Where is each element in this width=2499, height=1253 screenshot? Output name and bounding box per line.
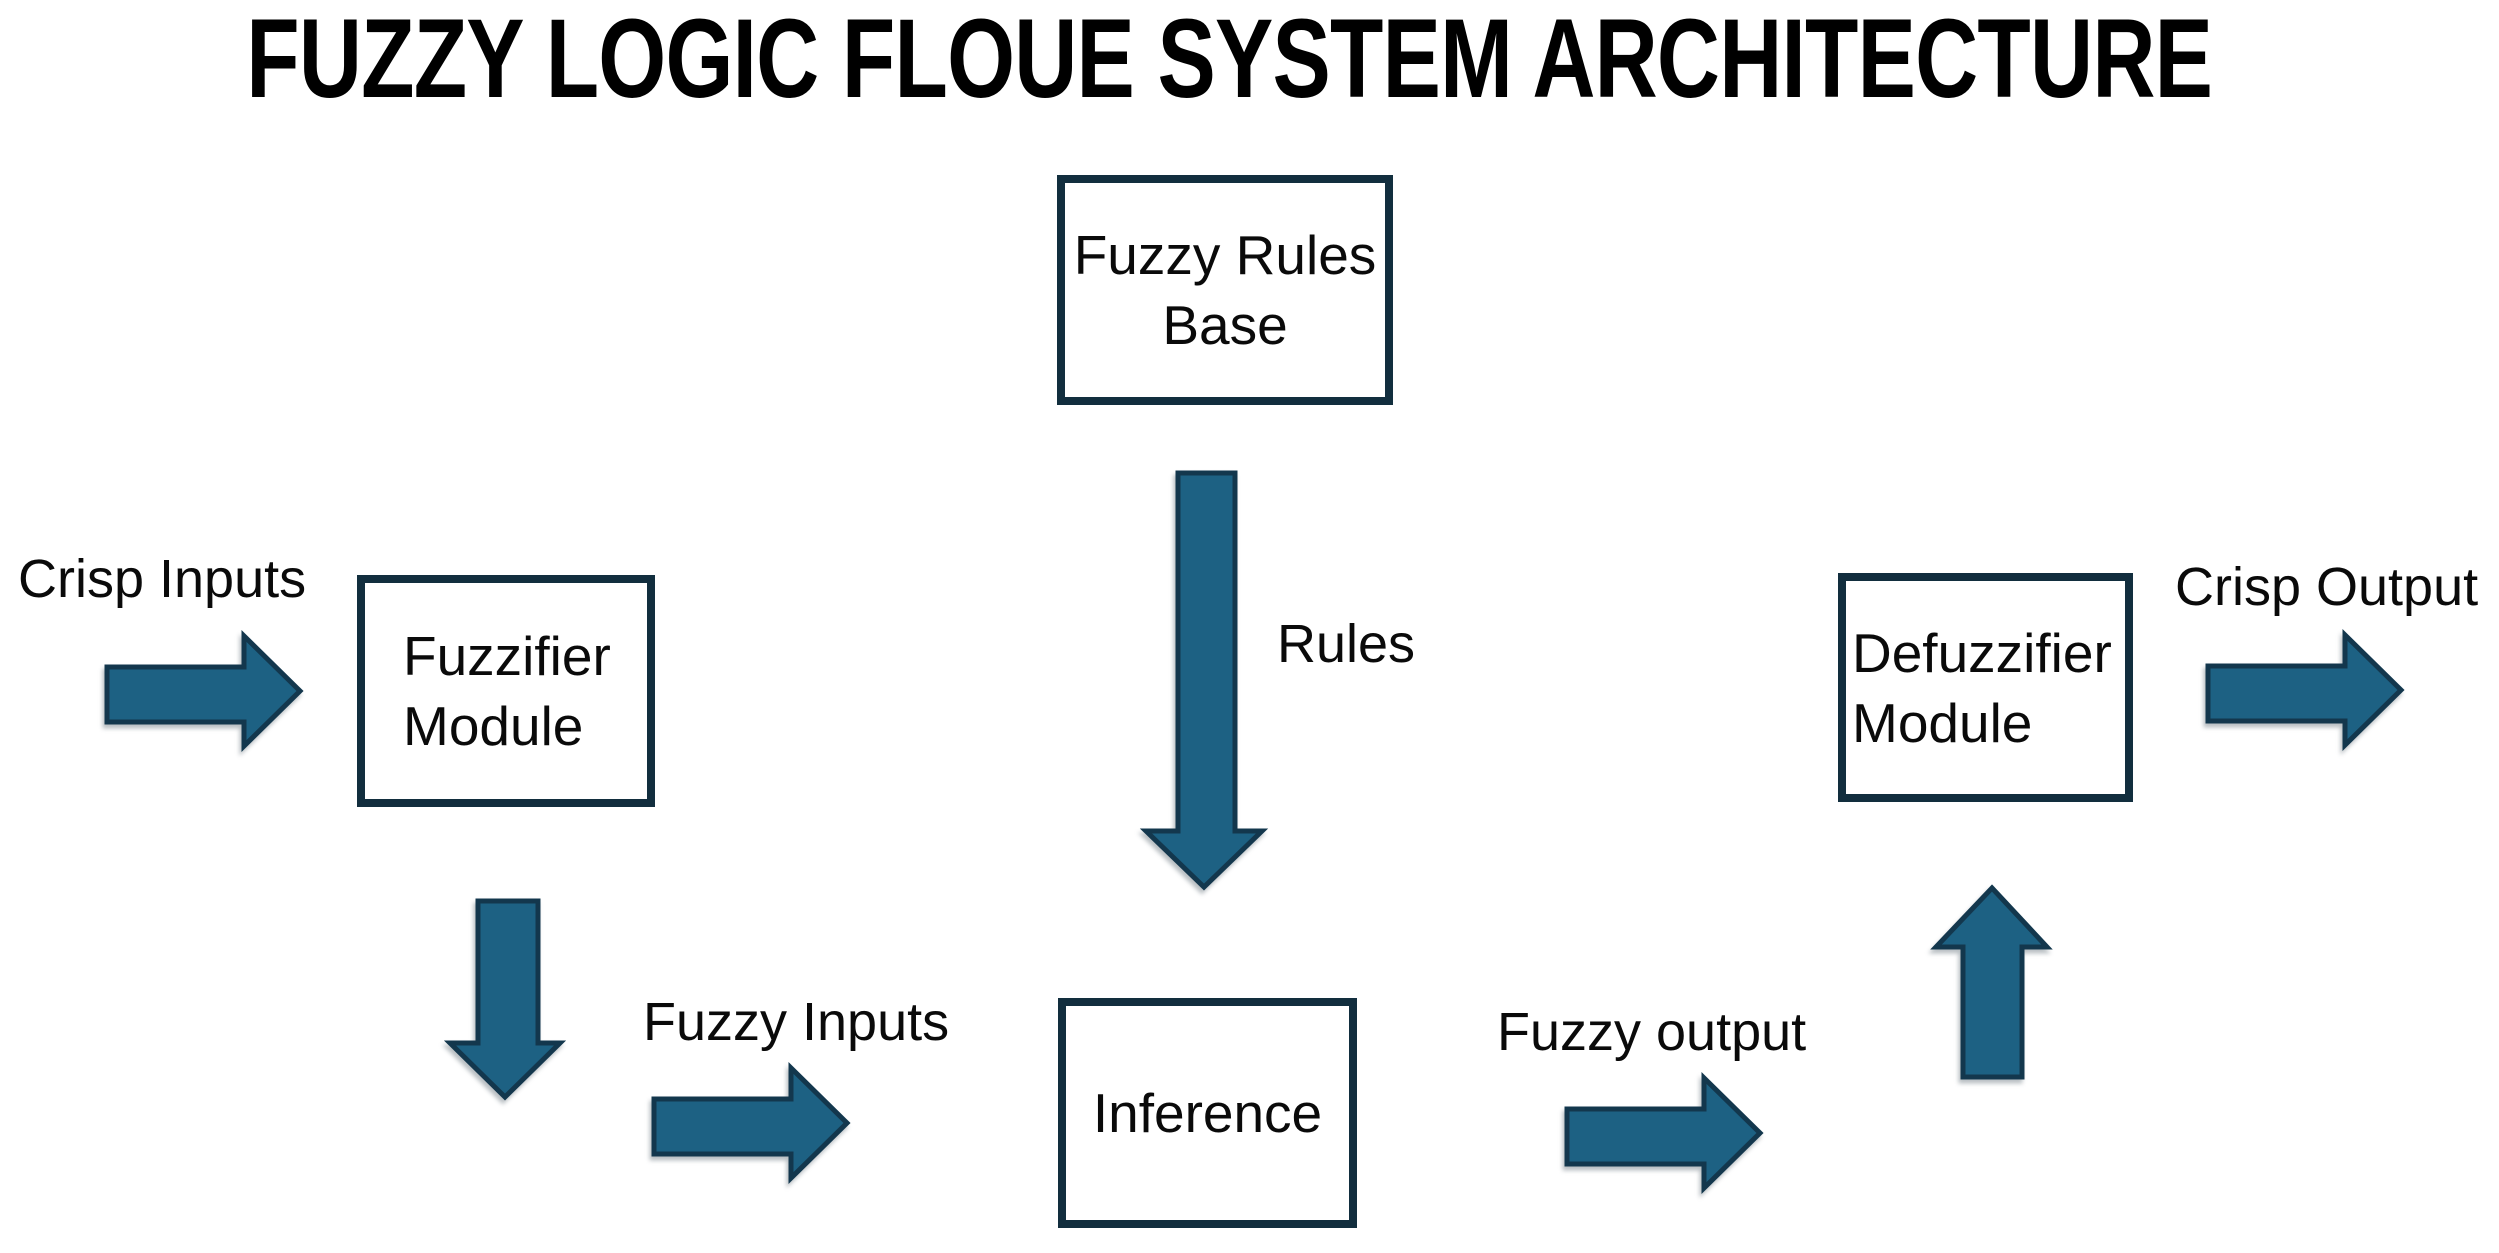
page-title: FUZZY LOGIC FLOUE SYSTEM ARCHITECTURE <box>246 0 2214 121</box>
defuzzifier-module-box: Defuzzifier Module <box>1838 573 2133 802</box>
fuzzy-inputs-label: Fuzzy Inputs <box>643 992 950 1052</box>
fuzzy-rules-base-label: Fuzzy Rules Base <box>1073 224 1377 356</box>
defuzzifier-module-label: Defuzzifier Module <box>1852 621 2112 754</box>
rules-down-arrow-icon <box>1139 470 1269 891</box>
inference-label: Inference <box>1092 1082 1323 1144</box>
fuzzy-rules-base-box: Fuzzy Rules Base <box>1057 175 1393 405</box>
fuzzifier-down-arrow-icon <box>443 898 567 1101</box>
fuzzy-output-label: Fuzzy output <box>1497 1002 1807 1062</box>
crisp-output-right-arrow-icon <box>2205 629 2405 751</box>
inference-box: Inference <box>1058 998 1357 1228</box>
fuzzy-inputs-right-arrow-icon <box>651 1062 851 1184</box>
crisp-output-label: Crisp Output <box>2175 557 2479 617</box>
crisp-inputs-right-arrow-icon <box>104 630 304 752</box>
defuzzifier-up-arrow-icon <box>1930 884 2053 1080</box>
crisp-inputs-label: Crisp Inputs <box>18 549 307 609</box>
fuzzifier-module-box: Fuzzifier Module <box>357 575 655 807</box>
rules-label: Rules <box>1277 614 1416 674</box>
fuzzifier-module-label: Fuzzifier Module <box>403 625 611 757</box>
fuzzy-output-right-arrow-icon <box>1564 1072 1764 1194</box>
title-container: FUZZY LOGIC FLOUE SYSTEM ARCHITECTURE <box>0 0 2459 118</box>
